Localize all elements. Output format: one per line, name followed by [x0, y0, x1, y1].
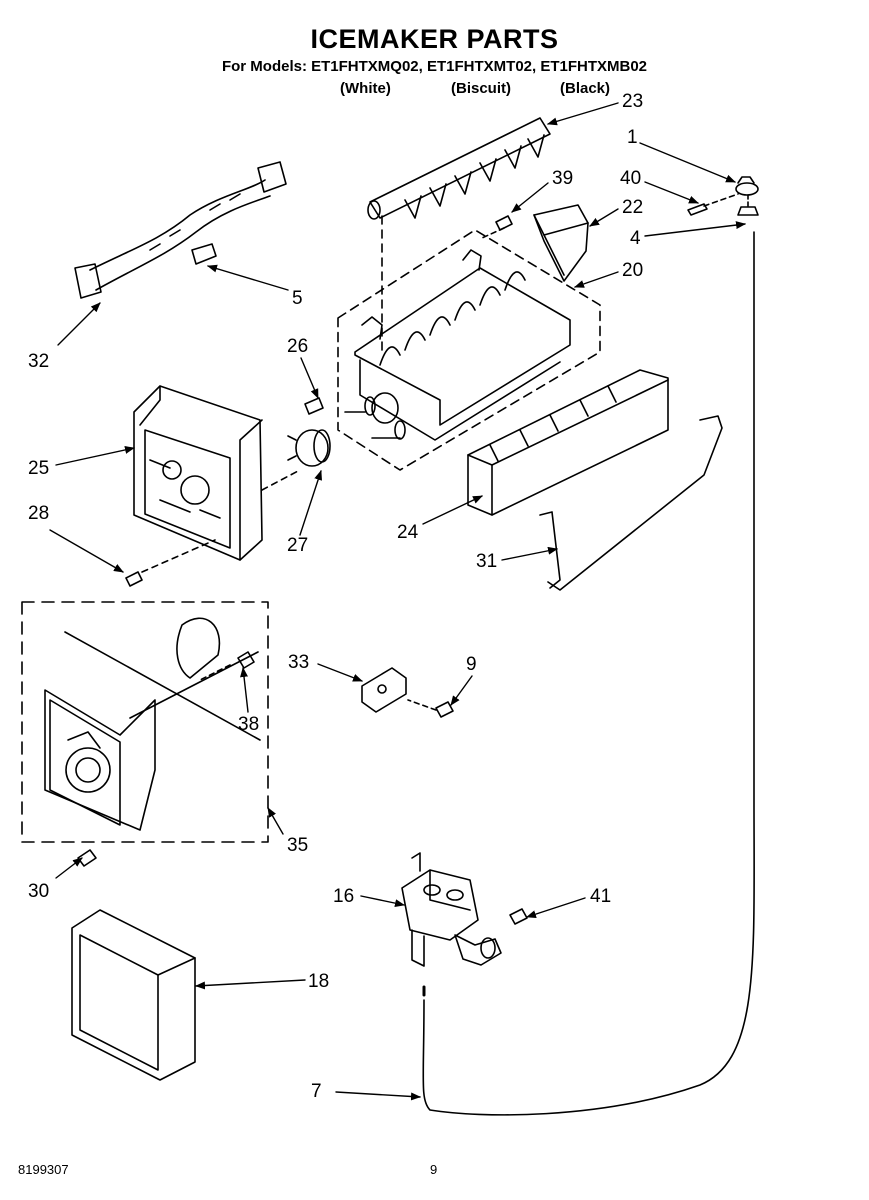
callout-41: 41	[590, 886, 612, 907]
ejector-shaft-part-23	[367, 117, 551, 356]
screw-part-9	[407, 699, 454, 718]
callout-20: 20	[622, 260, 644, 281]
doc-number: 8199307	[18, 1162, 69, 1177]
callout-22: 22	[622, 197, 644, 218]
callout-30: 30	[28, 881, 50, 902]
callout-16: 16	[333, 886, 355, 907]
heater-part-31	[539, 415, 723, 591]
thermostat-part-27	[287, 429, 331, 467]
callout-4: 4	[630, 228, 641, 249]
fill-fitting-parts-1-4-40	[687, 176, 759, 216]
color-white: (White)	[340, 80, 391, 97]
page-title: ICEMAKER PARTS	[310, 24, 559, 54]
callout-31: 31	[476, 551, 498, 572]
callout-7: 7	[311, 1081, 322, 1102]
stripper-part-24	[467, 369, 669, 516]
callout-40: 40	[620, 168, 642, 189]
switch-part-26	[304, 397, 324, 415]
control-housing-part-25	[133, 385, 301, 561]
callout-23: 23	[622, 91, 644, 112]
color-biscuit: (Biscuit)	[451, 80, 511, 97]
ice-mold-part-20	[337, 229, 601, 471]
callout-25: 25	[28, 458, 50, 479]
bracket-part-33	[361, 667, 407, 713]
pad-part-18	[71, 909, 196, 1081]
callout-9: 9	[466, 654, 477, 675]
models-line: For Models: ET1FHTXMQ02, ET1FHTXMT02, ET…	[221, 58, 648, 75]
callout-28: 28	[28, 503, 50, 524]
water-valve-part-16	[401, 852, 502, 967]
callout-39: 39	[552, 168, 574, 189]
color-black: (Black)	[560, 80, 611, 97]
callout-18: 18	[308, 971, 330, 992]
screw-part-41	[509, 908, 528, 925]
wire-harness-part-32	[74, 161, 287, 299]
callout-1: 1	[627, 127, 638, 148]
screw-part-39	[481, 215, 513, 239]
callout-35: 35	[287, 835, 309, 856]
callout-26: 26	[287, 336, 309, 357]
water-tube-part-7	[422, 231, 755, 1116]
clip-part-5	[191, 243, 217, 265]
callout-38: 38	[238, 714, 260, 735]
bracket-part-22	[533, 204, 589, 282]
screw-part-28	[125, 539, 216, 587]
callout-24: 24	[397, 522, 419, 543]
screw-part-38	[199, 651, 255, 681]
page-number: 9	[430, 1162, 438, 1177]
leader-lines	[49, 102, 746, 1101]
callout-33: 33	[288, 652, 310, 673]
motor-assembly-part-35	[21, 601, 269, 843]
callout-32: 32	[28, 351, 50, 372]
screw-part-30	[77, 849, 97, 867]
callout-27: 27	[287, 535, 309, 556]
callout-5: 5	[292, 288, 303, 309]
